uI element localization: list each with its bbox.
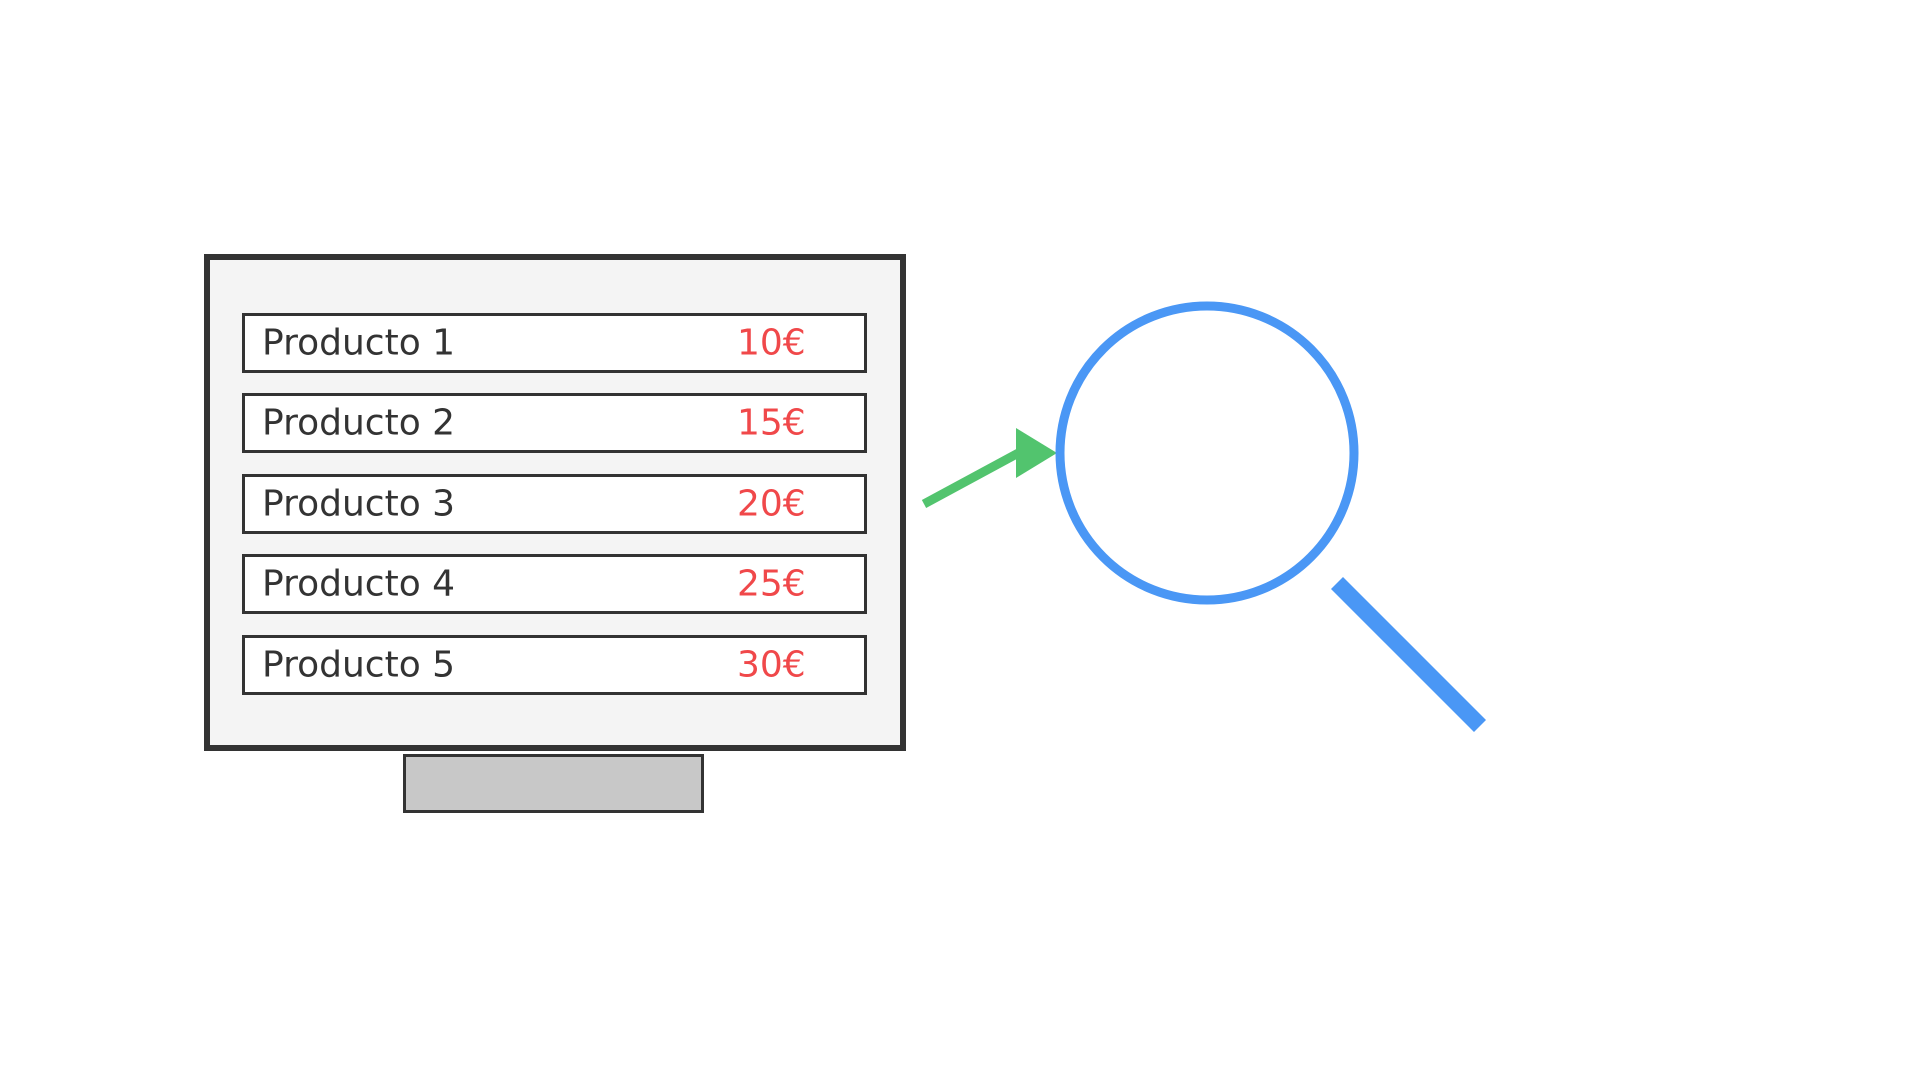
product-row: Producto 2 15€ [242, 393, 867, 453]
product-name: Producto 5 [262, 644, 456, 686]
product-row: Producto 5 30€ [242, 635, 867, 695]
product-row: Producto 3 20€ [242, 474, 867, 534]
monitor-stand [403, 754, 704, 813]
product-name: Producto 1 [262, 322, 456, 364]
product-price: 20€ [737, 483, 806, 525]
product-name: Producto 3 [262, 483, 456, 525]
magnifying-glass-icon [1055, 301, 1487, 733]
product-price: 30€ [737, 644, 806, 686]
product-row: Producto 1 10€ [242, 313, 867, 373]
arrow-right-icon [921, 428, 1057, 508]
product-name: Producto 2 [262, 402, 456, 444]
product-name: Producto 4 [262, 563, 456, 605]
arrow-head [1016, 428, 1057, 478]
magnifier-lens [1055, 301, 1359, 605]
product-row: Producto 4 25€ [242, 554, 867, 614]
product-price: 15€ [737, 402, 806, 444]
magnifier-handle [1330, 576, 1487, 733]
product-price: 25€ [737, 563, 806, 605]
product-price: 10€ [737, 322, 806, 364]
arrow-shaft [921, 447, 1025, 508]
